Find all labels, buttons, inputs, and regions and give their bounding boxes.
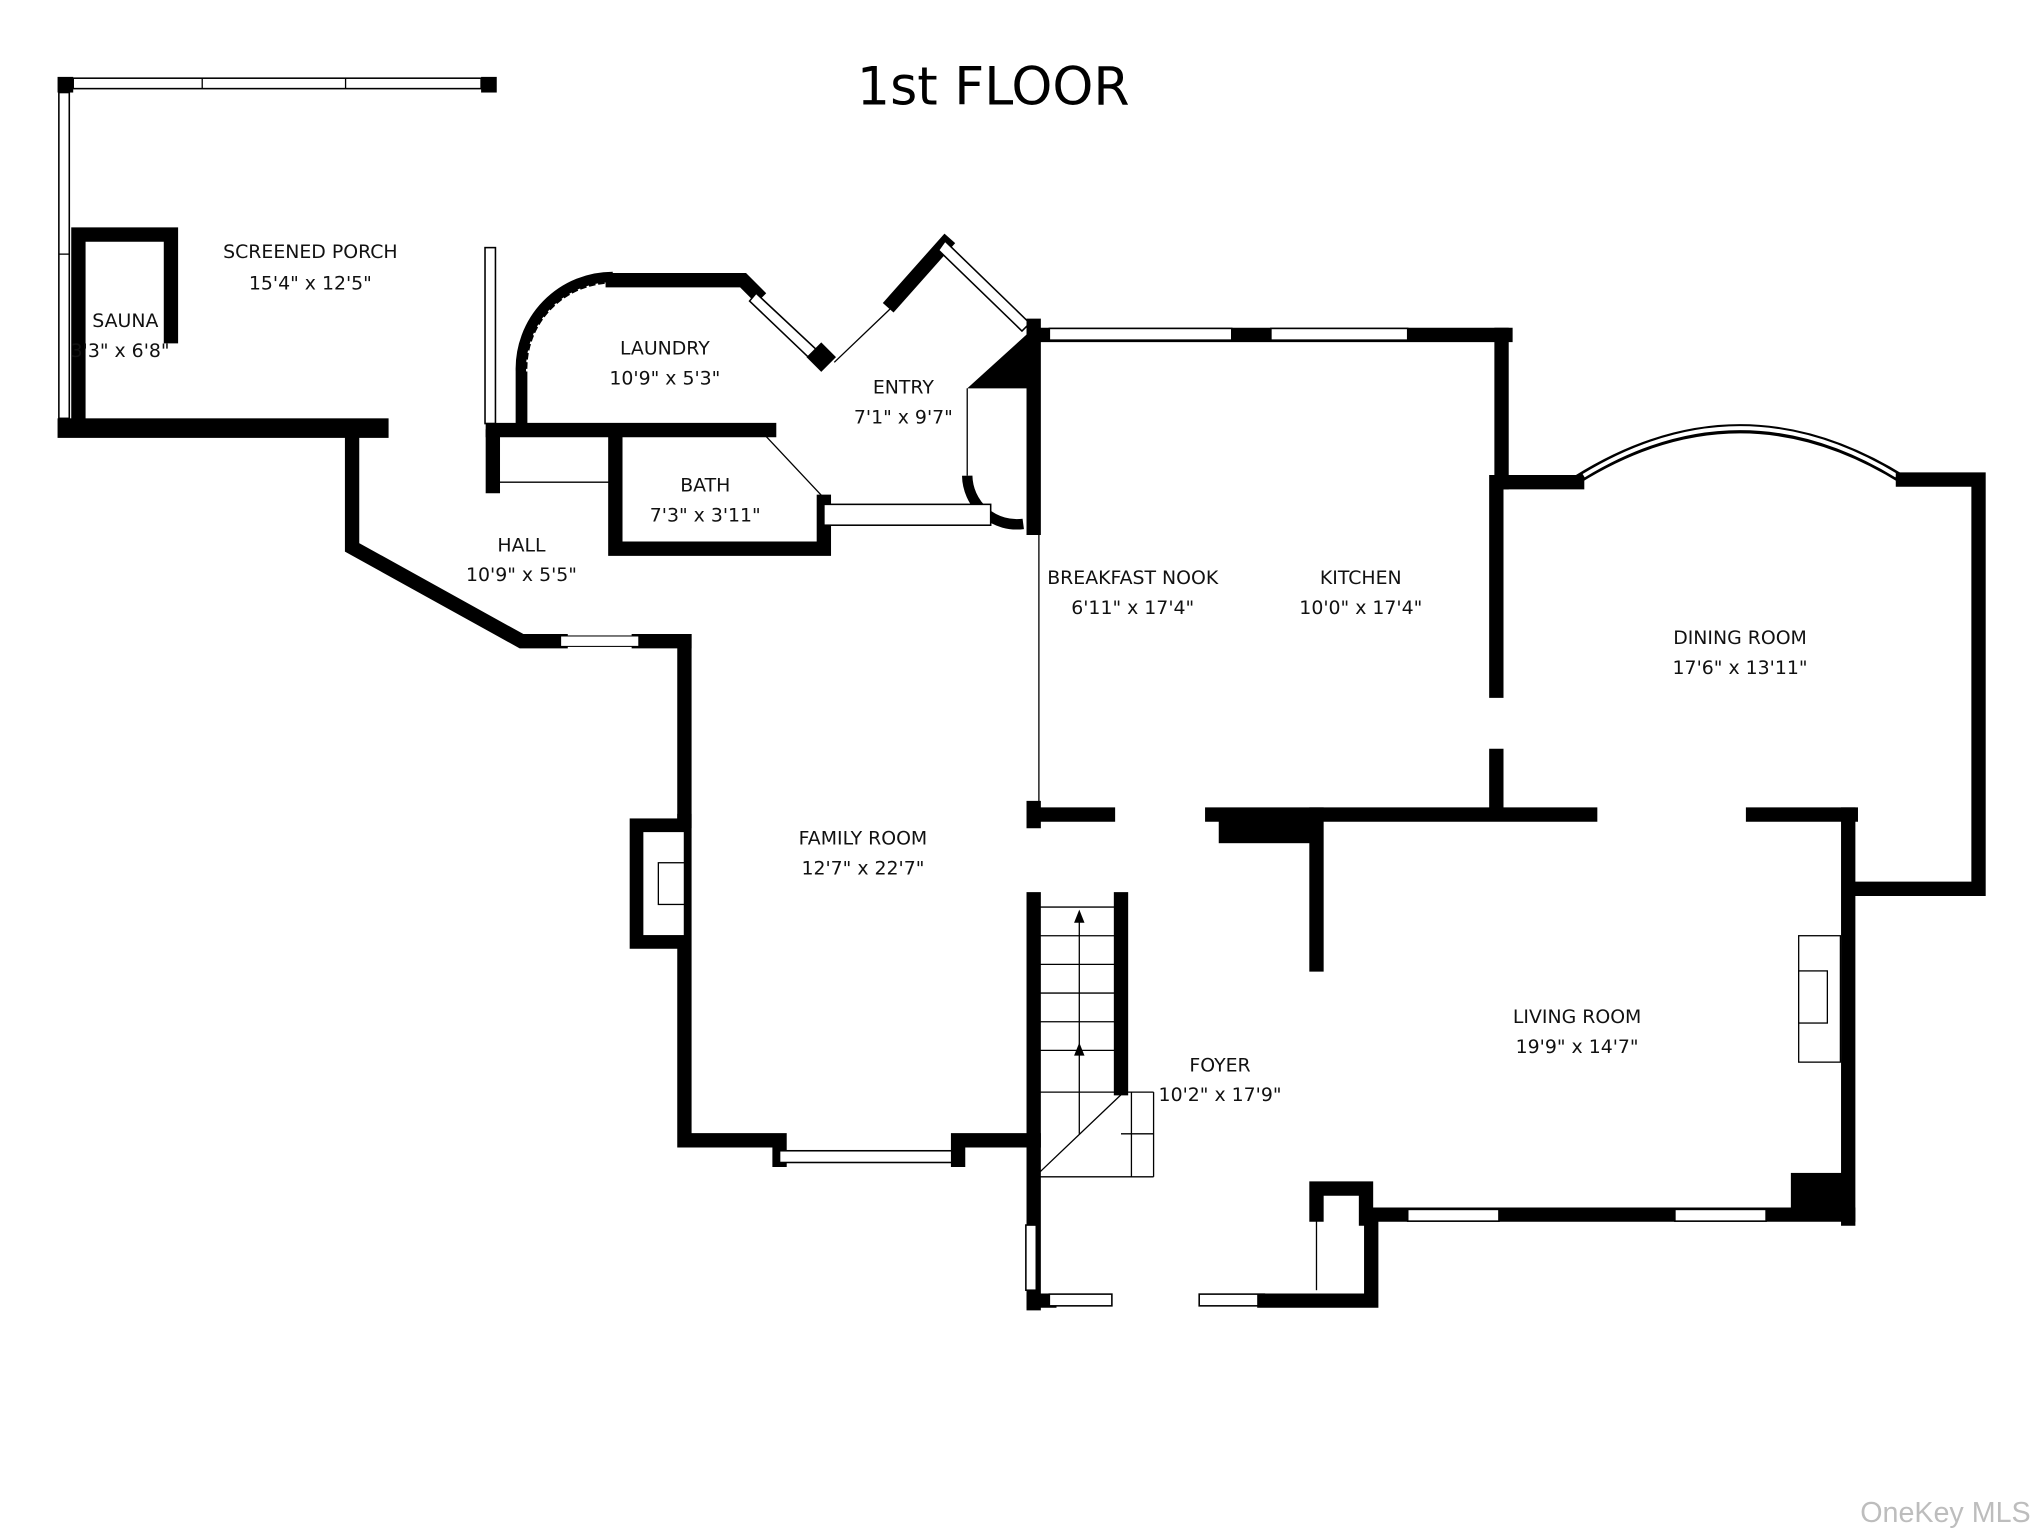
watermark: OneKey MLS — [1860, 1497, 2030, 1529]
svg-text:FOYER: FOYER — [1189, 1054, 1250, 1076]
room-labels: SCREENED PORCH 15'4" x 12'5" SAUNA 3'3" x … — [71, 241, 1808, 1106]
room-bath: BATH 7'3" x 3'11" — [650, 474, 761, 526]
svg-text:KITCHEN: KITCHEN — [1320, 567, 1402, 589]
svg-text:ENTRY: ENTRY — [873, 377, 934, 399]
room-hall: HALL 10'9" x 5'5" — [466, 534, 577, 586]
room-screened-porch: SCREENED PORCH 15'4" x 12'5" — [223, 241, 398, 294]
room-laundry: LAUNDRY 10'9" x 5'3" — [609, 337, 720, 389]
room-dining-room: DINING ROOM 17'6" x 13'11" — [1673, 627, 1808, 679]
svg-text:12'7" x 22'7": 12'7" x 22'7" — [801, 857, 924, 879]
room-sauna: SAUNA 3'3" x 6'8" — [71, 310, 170, 362]
svg-text:6'11" x 17'4": 6'11" x 17'4" — [1071, 597, 1194, 619]
room-kitchen: KITCHEN 10'0" x 17'4" — [1299, 567, 1422, 619]
svg-text:19'9" x 14'7": 19'9" x 14'7" — [1516, 1036, 1639, 1058]
room-foyer: FOYER 10'2" x 17'9" — [1159, 1054, 1282, 1106]
svg-text:HALL: HALL — [497, 534, 546, 556]
svg-text:SAUNA: SAUNA — [92, 310, 158, 332]
svg-text:15'4" x 12'5": 15'4" x 12'5" — [249, 272, 372, 294]
svg-text:LIVING ROOM: LIVING ROOM — [1513, 1006, 1641, 1028]
svg-text:LAUNDRY: LAUNDRY — [620, 337, 710, 359]
svg-text:SCREENED PORCH: SCREENED PORCH — [223, 241, 398, 263]
svg-text:3'3" x 6'8": 3'3" x 6'8" — [71, 340, 170, 362]
svg-text:17'6" x 13'11": 17'6" x 13'11" — [1673, 657, 1808, 679]
room-family-room: FAMILY ROOM 12'7" x 22'7" — [799, 827, 928, 879]
svg-text:BATH: BATH — [680, 474, 730, 496]
walls — [57, 76, 1986, 1311]
svg-text:7'3" x 3'11": 7'3" x 3'11" — [650, 504, 761, 526]
svg-text:BREAKFAST NOOK: BREAKFAST NOOK — [1047, 567, 1219, 589]
svg-text:DINING ROOM: DINING ROOM — [1673, 627, 1807, 649]
svg-text:FAMILY ROOM: FAMILY ROOM — [799, 827, 928, 849]
room-breakfast-nook: BREAKFAST NOOK 6'11" x 17'4" — [1047, 567, 1219, 619]
room-entry: ENTRY 7'1" x 9'7" — [854, 377, 953, 429]
svg-text:10'2" x 17'9": 10'2" x 17'9" — [1159, 1084, 1282, 1106]
svg-text:10'9" x 5'5": 10'9" x 5'5" — [466, 564, 577, 586]
svg-text:10'0" x 17'4": 10'0" x 17'4" — [1299, 597, 1422, 619]
svg-text:10'9" x 5'3": 10'9" x 5'3" — [609, 367, 720, 389]
floor-title: 1st FLOOR — [857, 57, 1130, 117]
svg-text:7'1" x 9'7": 7'1" x 9'7" — [854, 407, 953, 429]
room-living-room: LIVING ROOM 19'9" x 14'7" — [1513, 1006, 1641, 1058]
